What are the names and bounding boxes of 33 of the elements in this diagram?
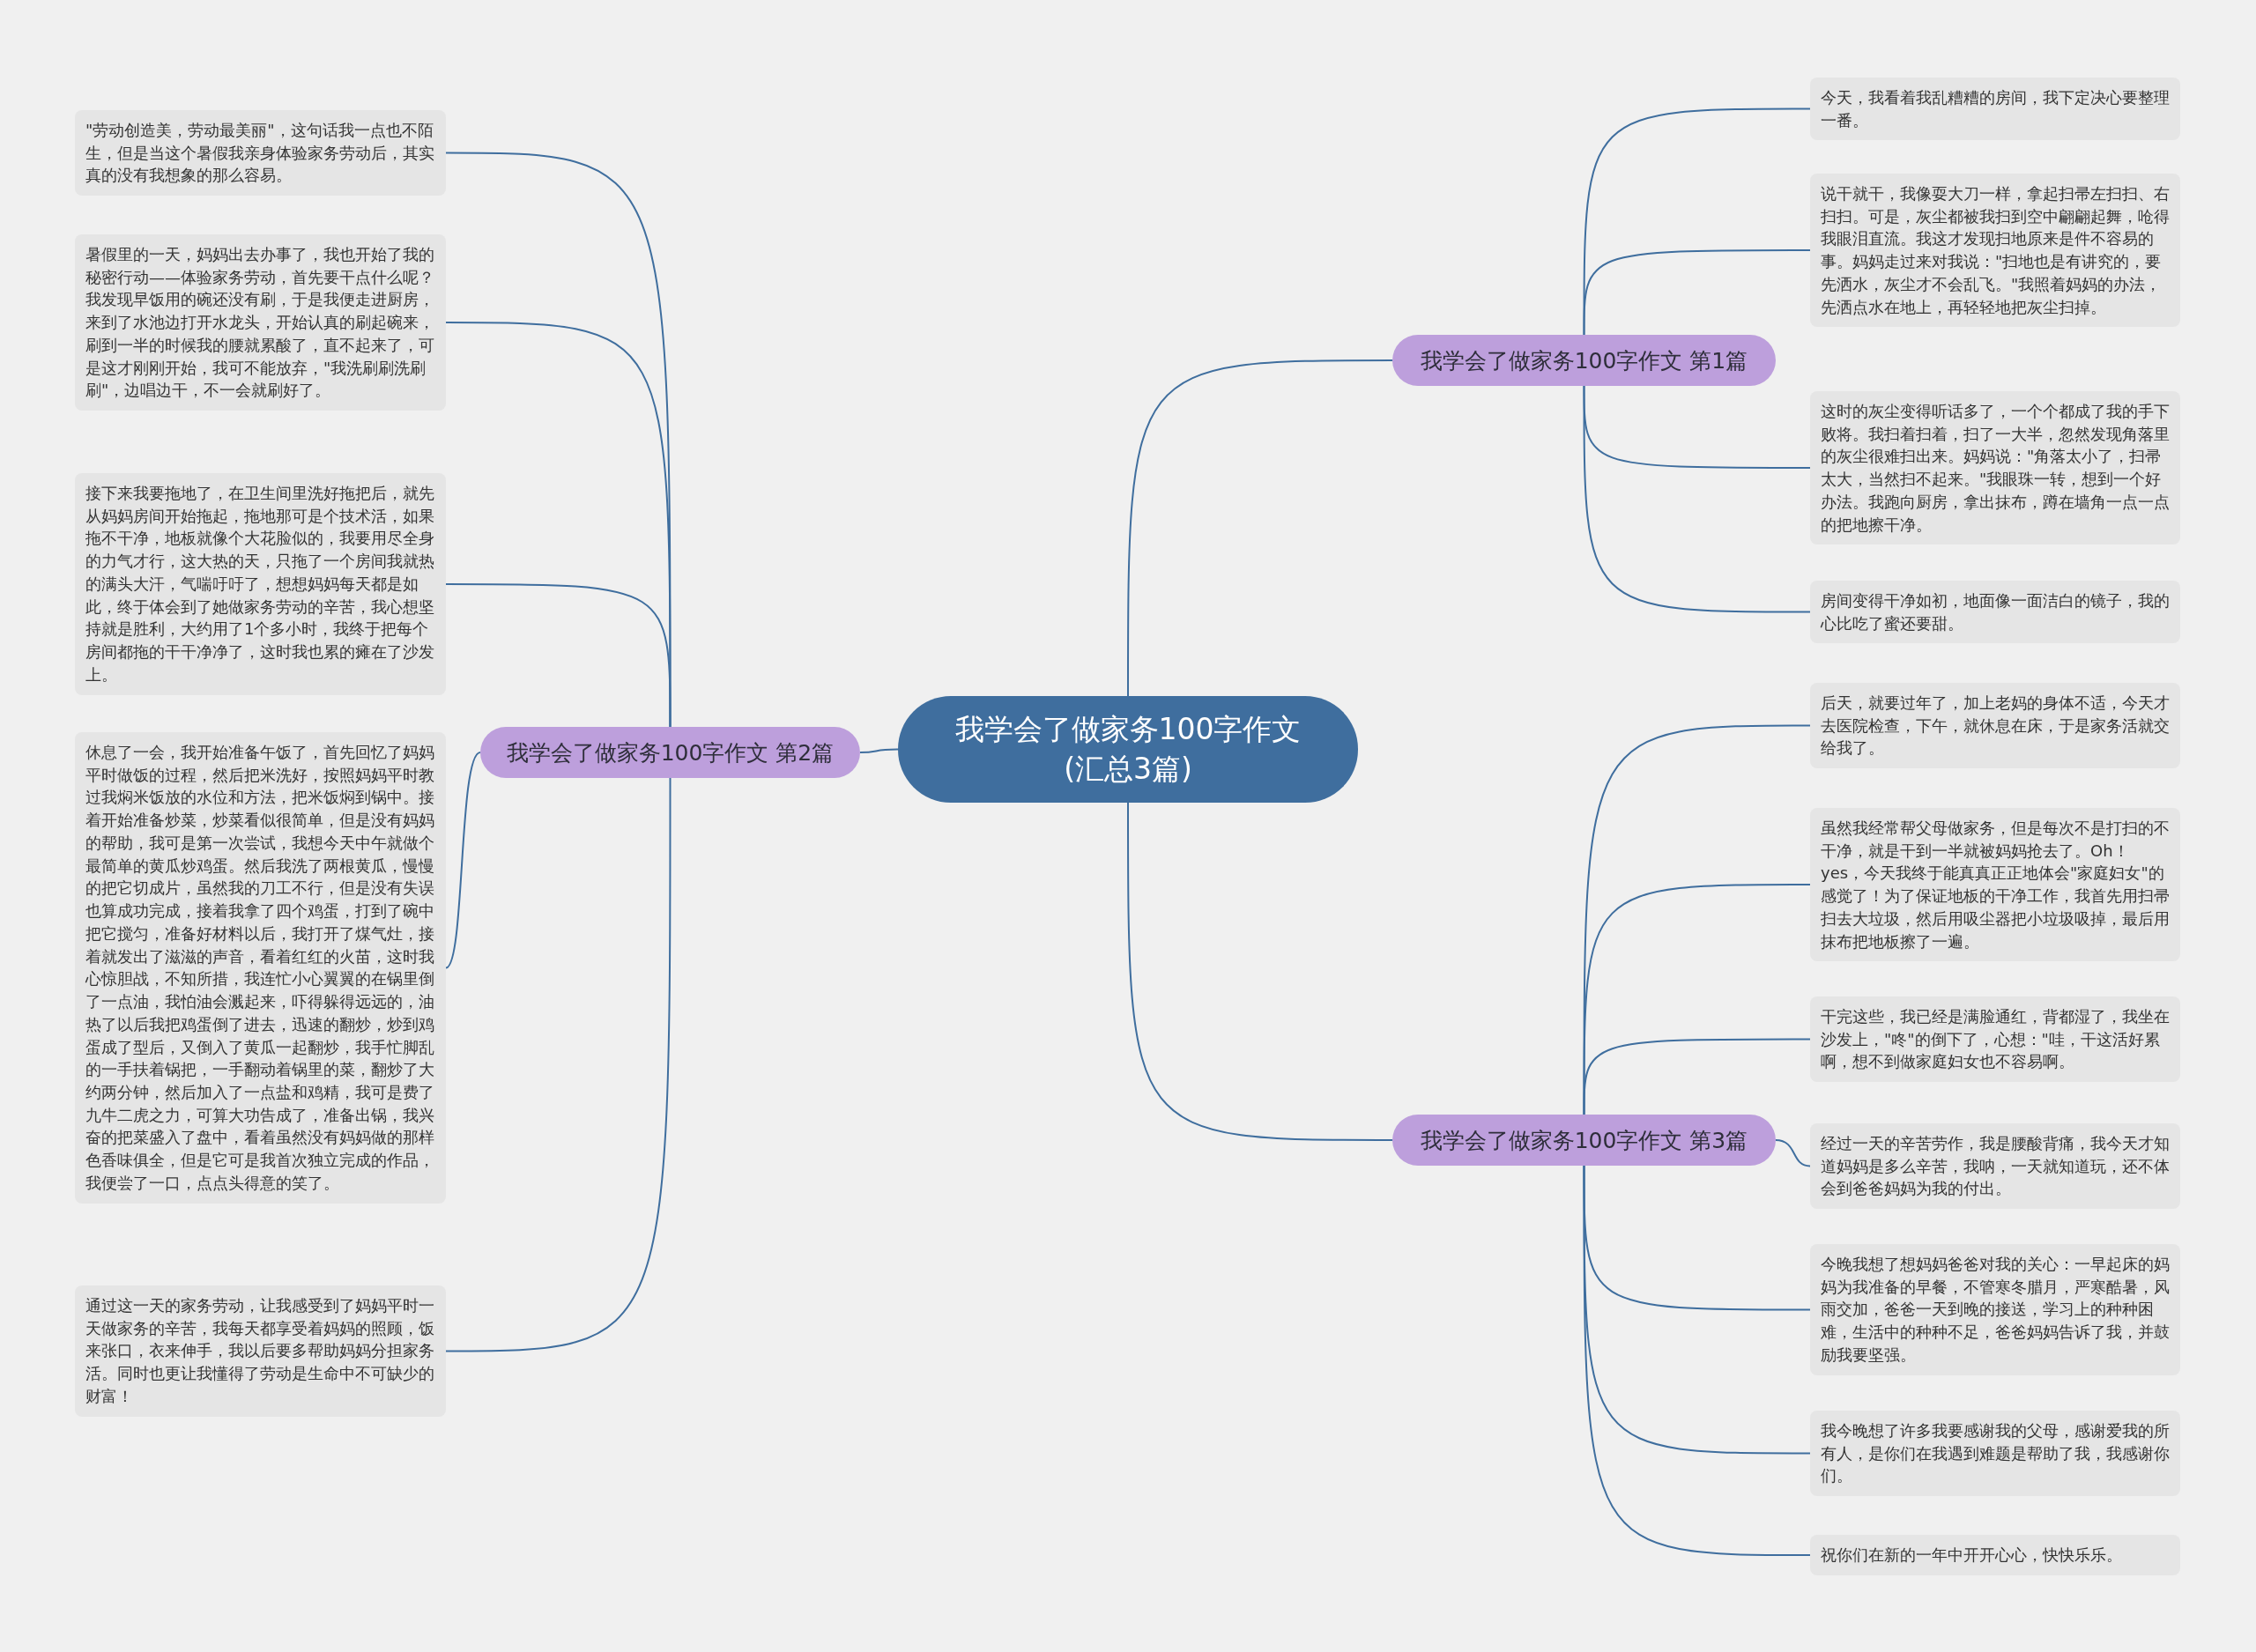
connector-line <box>1583 1165 1811 1556</box>
connector-line <box>859 748 899 753</box>
connector-line <box>1583 107 1811 336</box>
text-card: 暑假里的一天，妈妈出去办事了，我也开始了我的秘密行动——体验家务劳动，首先要干点什么呢？我发现早饭用的碗还没有刷，于是我便走进厨房，来到了水池边打开水龙头，开始认真的刷起碗来，刷到一半的时候我的腰就累酸了，直不起来了，可是这才刚刚开始，我可不能放弃，"我洗刷刷洗刷刷"，边唱边干，不一会就刷好了。 <box>75 234 446 411</box>
text-card: 经过一天的辛苦劳作，我是腰酸背痛，我今天才知道妈妈是多么辛苦，我呐，一天就知道玩，还不体会到爸爸妈妈为我的付出。 <box>1810 1123 2180 1210</box>
text-card: 说干就干，我像耍大刀一样，拿起扫帚左扫扫、右扫扫。可是，灰尘都被我扫到空中翩翩起舞，呛得我眼泪直流。我这才发现扫地原来是件不容易的事。妈妈走过来对我说："扫地也是有讲究的，要先洒水，灰尘才不会乱飞。"我照着妈妈的办法，先洒点水在地上，再轻轻地把灰尘扫掉。 <box>1810 174 2180 328</box>
text-card: 今天，我看着我乱糟糟的房间，我下定决心要整理一番。 <box>1810 78 2180 141</box>
text-card: 祝你们在新的一年中开开心心，快快乐乐。 <box>1810 1535 2180 1575</box>
branch-topic: 我学会了做家务100字作文 第3篇 <box>1392 1115 1776 1166</box>
connector-line <box>1127 802 1393 1141</box>
text-card: 今晚我想了想妈妈爸爸对我的关心：一早起床的妈妈为我准备的早餐，不管寒冬腊月，严寒酷暑，风雨交加，爸爸一天到晚的接送，学习上的种种困难，生活中的种种不足，爸爸妈妈告诉了我，并鼓励我要坚强。 <box>1810 1244 2180 1375</box>
connector-line <box>1583 884 1811 1115</box>
text-card: "劳动创造美，劳动最美丽"，这句话我一点也不陌生，但是当这个暑假我亲身体验家务劳动后，其实真的没有我想象的那么容易。 <box>75 110 446 196</box>
text-card: 后天，就要过年了，加上老妈的身体不适，今天才去医院检查，下午，就休息在床，于是家务活就交给我了。 <box>1810 683 2180 769</box>
connector-line <box>1583 249 1811 336</box>
connector-line <box>1583 385 1811 613</box>
connector-line <box>1775 1139 1811 1167</box>
text-card: 休息了一会，我开始准备午饭了，首先回忆了妈妈平时做饭的过程，然后把米洗好，按照妈妈平时教过我焖米饭放的水位和方法，把米饭焖到锅中。接着开始准备炒菜，炒菜看似很简单，但是没有妈妈的帮助，我可是第一次尝试，我想今天中午就做个最简单的黄瓜炒鸡蛋。然后我洗了两根黄瓜，慢慢的把它切成片，虽然我的刀工不行，但是没有失误也算成功完成，接着我拿了四个鸡蛋，打到了碗中把它搅匀，准备好材料以后，我打开了煤气灶，接着就发出了滋滋的声音，看着红红的火苗，这时我心惊胆战，不知所措，我连忙小心翼翼的在锅里倒了一点油，我怕油会溅起来，吓得躲得远远的，油热了以后我把鸡蛋倒了进去，迅速的翻炒，炒到鸡蛋成了型后，又倒入了黄瓜一起翻炒，我手忙脚乱的一手扶着锅把，一手翻动着锅里的菜，翻炒了大约两分钟，然后加入了一点盐和鸡精，我可是费了九牛二虎之力，可算大功告成了，准备出锅，我兴奋的把菜盛入了盘中，看着虽然没有妈妈做的那样色香味俱全，但是它可是我首次独立完成的作品，我便尝了一口，点点头得意的笑了。 <box>75 732 446 1204</box>
connector-line <box>1583 1038 1811 1115</box>
branch-topic: 我学会了做家务100字作文 第2篇 <box>480 727 860 778</box>
text-card: 房间变得干净如初，地面像一面洁白的镜子，我的心比吃了蜜还要甜。 <box>1810 581 2180 644</box>
central-topic: 我学会了做家务100字作文(汇总3篇) <box>898 696 1358 803</box>
text-card: 我今晚想了许多我要感谢我的父母，感谢爱我的所有人，是你们在我遇到难题是帮助了我，我感谢你们。 <box>1810 1411 2180 1497</box>
text-card: 干完这些，我已经是满脸通红，背都湿了，我坐在沙发上，"咚"的倒下了，心想："哇，干这活好累啊，想不到做家庭妇女也不容易啊。 <box>1810 996 2180 1083</box>
connector-line <box>445 752 481 969</box>
connector-line <box>1127 359 1393 697</box>
branch-topic: 我学会了做家务100字作文 第1篇 <box>1392 335 1776 386</box>
connector-line <box>445 777 672 1352</box>
text-card: 这时的灰尘变得听话多了，一个个都成了我的手下败将。我扫着扫着，扫了一大半，忽然发现角落里的灰尘很难扫出来。妈妈说："角落太小了，扫帚太大，当然扫不起来。"我眼珠一转，想到一个好办法。我跑向厨房，拿出抹布，蹲在墙角一点一点的把地擦干净。 <box>1810 391 2180 545</box>
text-card: 接下来我要拖地了，在卫生间里洗好拖把后，就先从妈妈房间开始拖起，拖地那可是个技术活，如果拖不干净，地板就像个大花脸似的，我要用尽全身的力气才行，这大热的天，只拖了一个房间我就热的满头大汗，气喘吁吁了，想想妈妈每天都是如此，终于体会到了她做家务劳动的辛苦，我心想坚持就是胜利，大约用了1个多小时，我终于把每个房间都拖的干干净净了，这时我也累的瘫在了沙发上。 <box>75 473 446 695</box>
connector-line <box>445 583 672 728</box>
text-card: 通过这一天的家务劳动，让我感受到了妈妈平时一天做家务的辛苦，我每天都享受着妈妈的照顾，饭来张口，衣来伸手，我以后要多帮助妈妈分担家务活。同时也更让我懂得了劳动是生命中不可缺少的财富！ <box>75 1285 446 1417</box>
text-card: 虽然我经常帮父母做家务，但是每次不是打扫的不干净，就是干到一半就被妈妈抢去了。Oh！yes，今天我终于能真真正正地体会"家庭妇女"的感觉了！为了保证地板的干净工作，我首先用扫帚扫去大垃圾，然后用吸尘器把小垃圾吸掉，最后用抹布把地板擦了一遍。 <box>1810 808 2180 962</box>
